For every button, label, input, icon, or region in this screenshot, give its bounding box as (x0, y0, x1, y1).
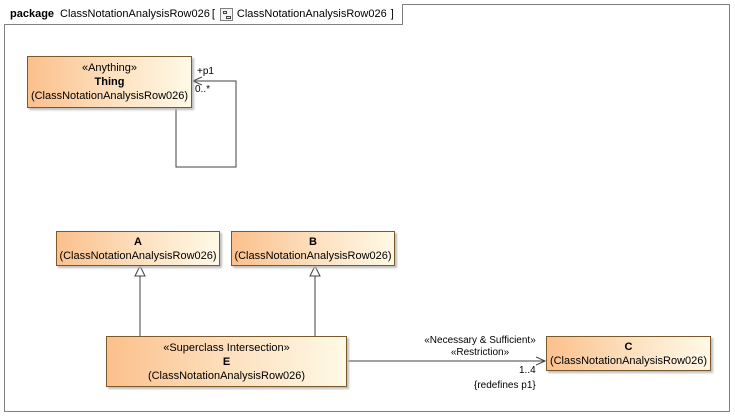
class-a-name: A (134, 235, 142, 248)
self-association-role: +p1 (197, 66, 214, 77)
class-c-owner: (ClassNotationAnalysisRow026) (549, 354, 708, 367)
frame-package-name: ClassNotationAnalysisRow026 (60, 8, 210, 20)
class-e[interactable]: «Superclass Intersection» E (ClassNotati… (106, 336, 347, 387)
class-b-name: B (309, 235, 317, 248)
association-stereotype-necessary-sufficient: «Necessary & Sufficient» (424, 335, 536, 346)
class-thing-stereotype: «Anything» (81, 62, 138, 74)
association-multiplicity: 1..4 (519, 365, 536, 376)
class-thing-name: Thing (94, 76, 125, 88)
frame-header: package ClassNotationAnalysisRow026 [ Cl… (4, 4, 403, 25)
class-thing-owner: (ClassNotationAnalysisRow026) (30, 90, 189, 102)
class-b-owner: (ClassNotationAnalysisRow026) (234, 249, 392, 262)
class-a[interactable]: A (ClassNotationAnalysisRow026) (56, 231, 220, 266)
self-association-line[interactable] (175, 81, 237, 168)
class-thing[interactable]: «Anything» Thing (ClassNotationAnalysisR… (27, 56, 192, 108)
class-e-stereotype: «Superclass Intersection» (163, 341, 290, 354)
frame-bracket-open: [ (211, 8, 215, 20)
frame-diagram-name: ClassNotationAnalysisRow026 (236, 8, 387, 20)
frame-keyword: package (10, 8, 55, 20)
class-a-owner: (ClassNotationAnalysisRow026) (59, 249, 217, 262)
class-e-name: E (222, 355, 231, 368)
class-diagram-icon (219, 7, 233, 21)
class-c[interactable]: C (ClassNotationAnalysisRow026) (546, 336, 711, 371)
association-constraint: {redefines p1} (474, 380, 536, 391)
generalization-e-b-arrowhead (309, 264, 321, 277)
self-association-multiplicity: 0..* (195, 84, 211, 95)
frame-bracket-close: ] (390, 8, 394, 20)
association-stereotype-restriction: «Restriction» (450, 347, 510, 358)
class-e-owner: (ClassNotationAnalysisRow026) (147, 369, 306, 382)
class-c-name: C (624, 340, 633, 353)
class-b[interactable]: B (ClassNotationAnalysisRow026) (231, 231, 395, 266)
generalization-e-a-arrowhead (134, 264, 146, 277)
